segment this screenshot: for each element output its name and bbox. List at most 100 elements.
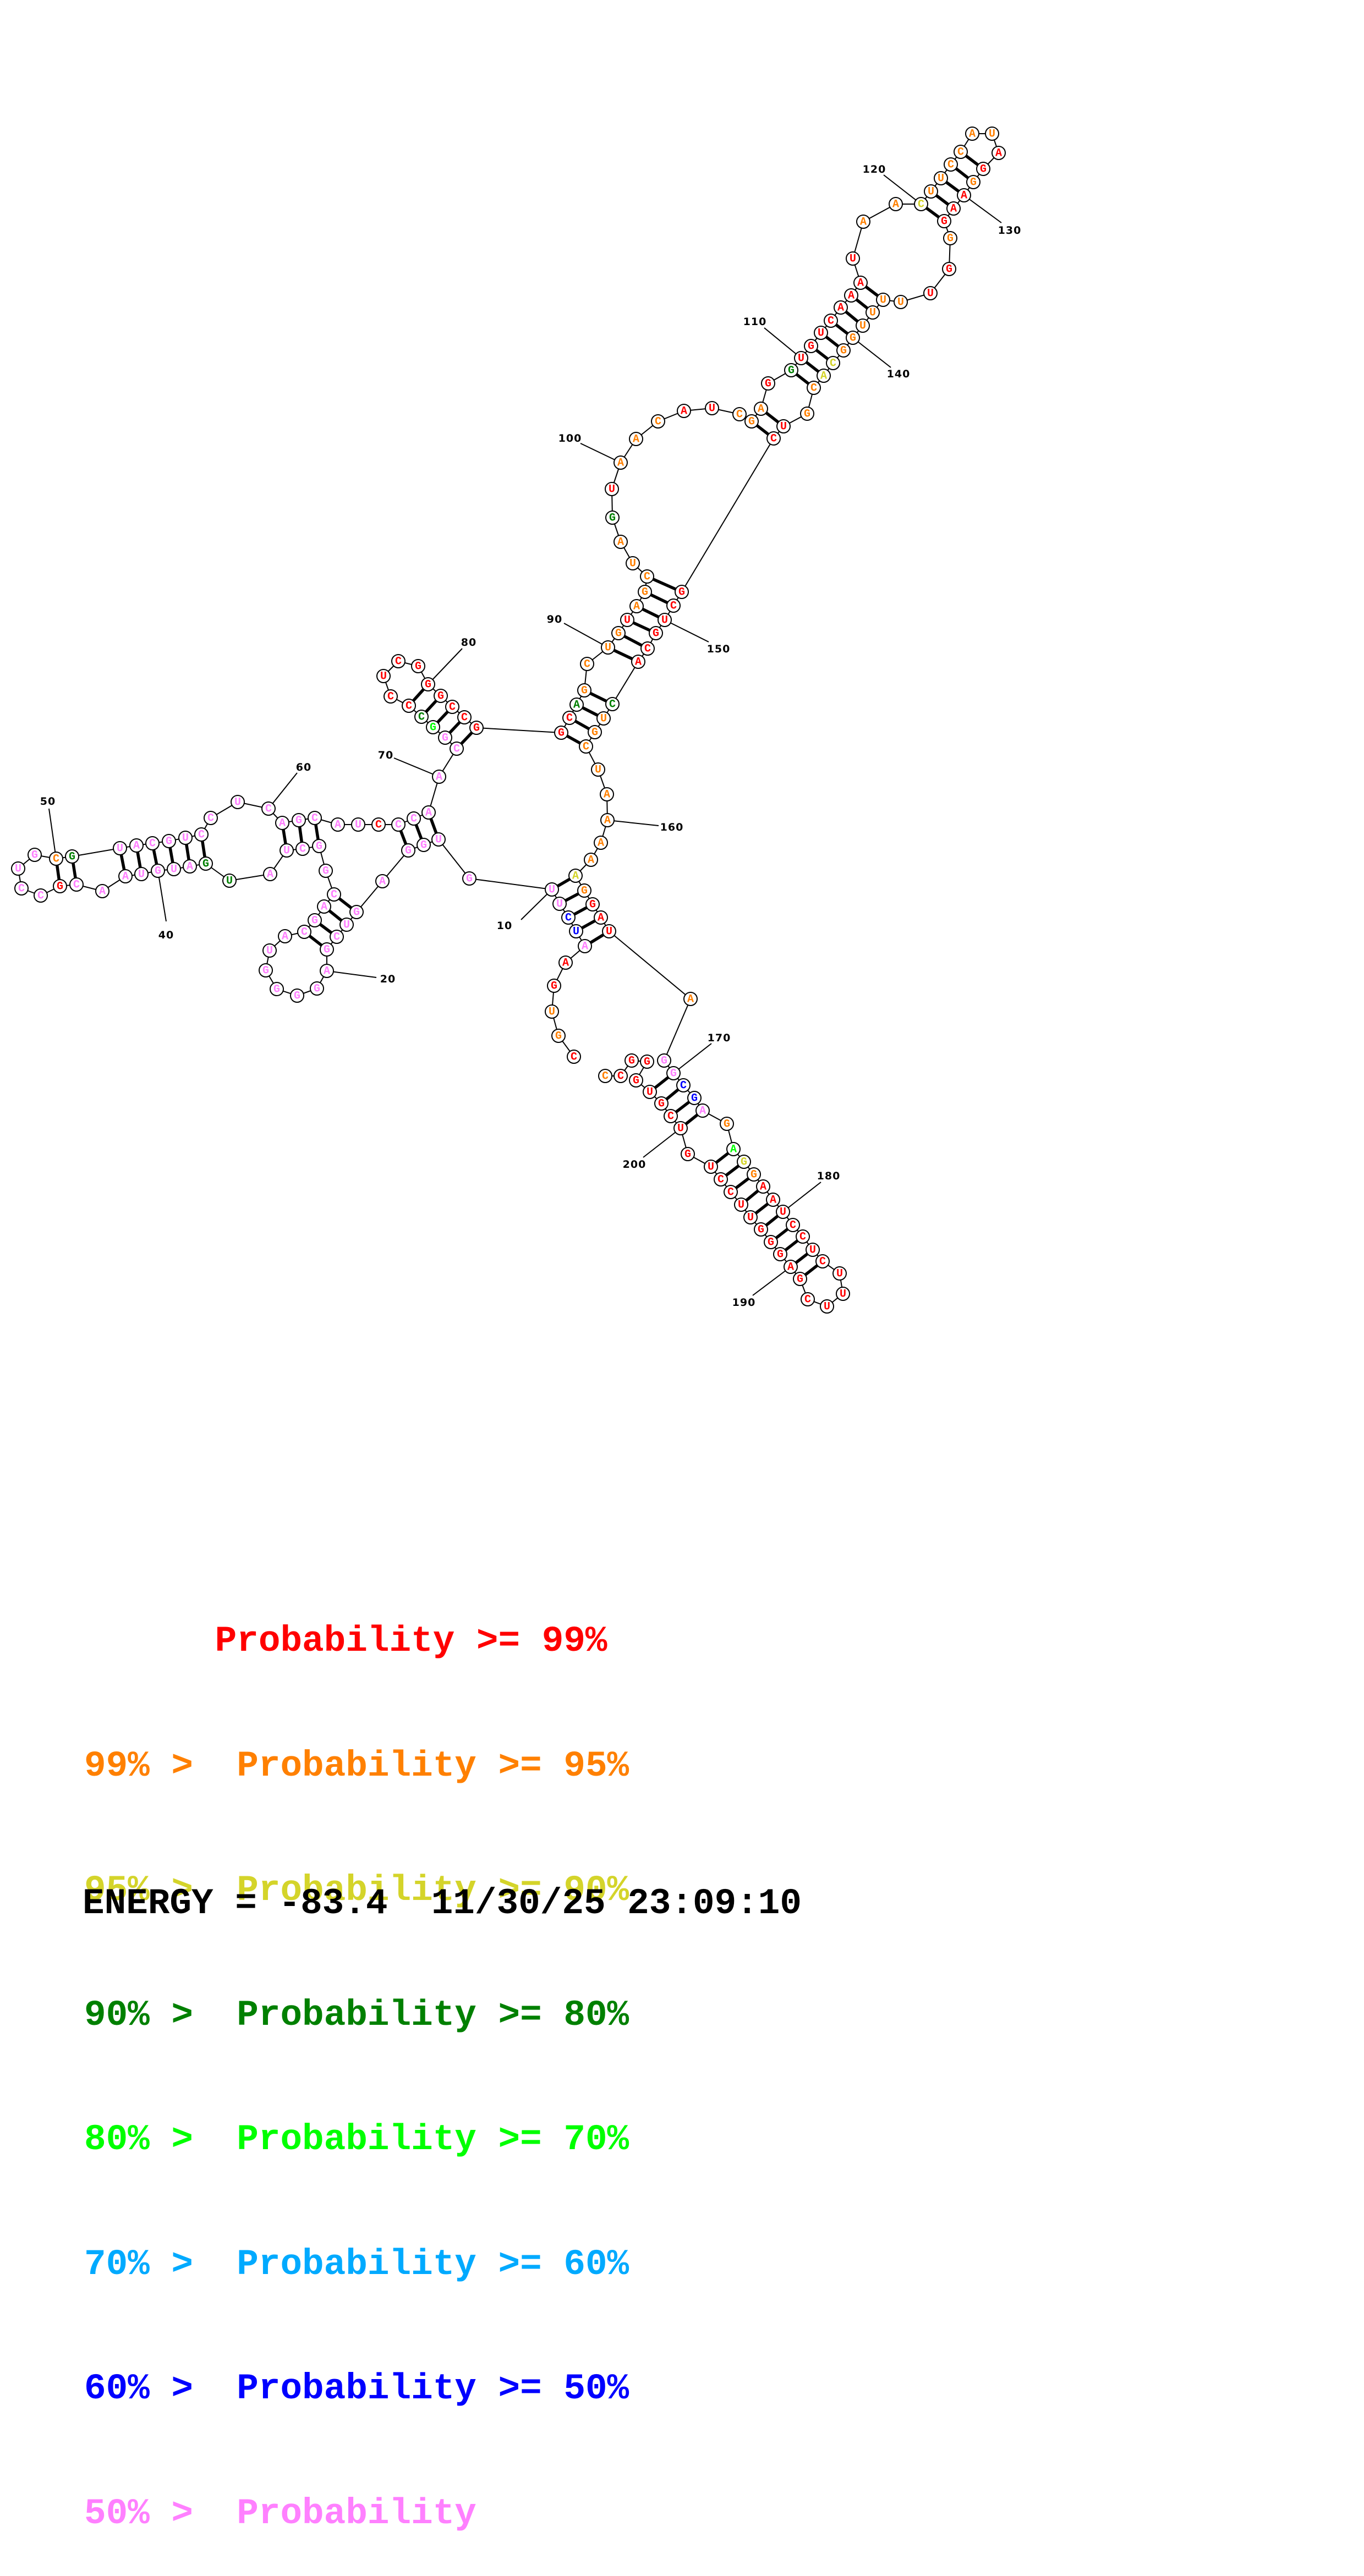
- nucleotide-97: A: [613, 535, 628, 549]
- nucleotide-circle: [737, 1155, 751, 1169]
- position-label: 160: [660, 821, 684, 833]
- nucleotide-83: C: [457, 710, 472, 724]
- nucleotide-letter: G: [262, 965, 269, 977]
- legend-range: 95% >: [84, 1870, 194, 1911]
- nucleotide-circle: [704, 1160, 718, 1174]
- nucleotide-circle: [183, 859, 197, 874]
- nucleotide-circle: [317, 899, 331, 914]
- nucleotide-letter: G: [430, 722, 436, 734]
- nucleotide-153: A: [631, 655, 645, 669]
- nucleotide-121: U: [924, 184, 938, 199]
- nucleotide-letter: U: [595, 764, 601, 777]
- nucleotide-circle: [894, 295, 908, 309]
- nucleotide-letter: A: [588, 854, 594, 867]
- nucleotide-circle: [876, 293, 890, 307]
- nucleotide-circle: [292, 813, 306, 827]
- nucleotide-circle: [620, 613, 634, 627]
- nucleotide-207: C: [613, 1069, 628, 1083]
- nucleotide-88: G: [577, 683, 591, 697]
- nucleotide-3: U: [545, 1004, 559, 1019]
- nucleotide-letter: G: [670, 1068, 677, 1080]
- nucleotide-letter: G: [633, 1075, 639, 1087]
- nucleotide-52: U: [113, 841, 127, 855]
- nucleotide-185: U: [832, 1266, 847, 1281]
- nucleotide-circle: [705, 401, 719, 415]
- nucleotide-circle: [766, 1193, 780, 1207]
- nucleotide-circle: [578, 939, 592, 953]
- nucleotide-152: C: [640, 641, 655, 656]
- nucleotide-124: C: [954, 145, 968, 159]
- nucleotide-letter: C: [736, 409, 743, 421]
- nucleotide-letter: G: [741, 1156, 747, 1169]
- nucleotide-letter: G: [324, 944, 330, 957]
- nucleotide-66: C: [371, 817, 386, 832]
- nucleotide-circle: [53, 879, 67, 893]
- nucleotide-109: G: [784, 363, 798, 377]
- nucleotide-letter: G: [946, 263, 952, 276]
- base-pairs: [54, 150, 984, 1281]
- nucleotide-76: C: [384, 689, 398, 704]
- nucleotide-circle: [824, 314, 838, 328]
- nucleotide-circle: [793, 1272, 807, 1286]
- energy-timestamp: ENERGY = -83.4 11/30/25 23:09:10: [83, 1883, 802, 1924]
- nucleotide-circle: [836, 343, 851, 358]
- nucleotide-116: A: [853, 276, 868, 290]
- nucleotide-149: C: [666, 598, 681, 613]
- nucleotide-letter: C: [301, 926, 308, 939]
- nucleotide-193: G: [754, 1222, 768, 1237]
- nucleotide-circle: [11, 861, 25, 876]
- nucleotide-131: A: [946, 201, 961, 216]
- nucleotide-173: A: [695, 1103, 710, 1118]
- nucleotide-letter: G: [724, 1118, 730, 1131]
- nucleotide-circle: [585, 897, 600, 911]
- nucleotide-letter: C: [583, 741, 589, 754]
- nucleotide-55: G: [162, 834, 176, 848]
- nucleotide-letter: A: [892, 199, 899, 211]
- legend-range: 50% >: [84, 2492, 194, 2534]
- nucleotide-letter: C: [565, 912, 572, 925]
- position-label: 10: [497, 920, 512, 932]
- nucleotide-circle: [626, 556, 640, 570]
- label-leader-line: [607, 820, 659, 826]
- label-leader-line: [268, 772, 298, 809]
- nucleotide-45: G: [53, 879, 67, 893]
- nucleotide-circle: [391, 817, 406, 832]
- nucleotide-circle: [34, 888, 48, 903]
- nucleotide-letter: A: [758, 403, 764, 416]
- position-label: 90: [547, 613, 562, 625]
- nucleotide-circle: [69, 877, 84, 892]
- nucleotide-circle: [577, 883, 591, 898]
- nucleotide-circle: [95, 884, 109, 898]
- nucleotide-letter: C: [311, 812, 318, 825]
- nucleotide-letter: U: [927, 288, 934, 300]
- position-labels: 1020405060708090100110120130140150160170…: [40, 163, 1021, 1309]
- nucleotide-letter: A: [681, 405, 687, 418]
- nucleotide-circle: [194, 827, 209, 842]
- nucleotide-208: C: [598, 1069, 612, 1083]
- nucleotide-letter: G: [581, 685, 588, 697]
- nucleotide-letter: U: [824, 1301, 830, 1314]
- nucleotide-letter: U: [798, 353, 804, 365]
- nucleotide-123: C: [944, 157, 958, 172]
- position-label: 180: [817, 1170, 841, 1182]
- nucleotide-189: G: [793, 1272, 807, 1286]
- legend-row-5: 70% > Probability >= 60%: [84, 2244, 629, 2286]
- nucleotide-9: U: [552, 897, 567, 911]
- position-label: 70: [378, 749, 393, 761]
- nucleotide-198: U: [704, 1160, 718, 1174]
- nucleotide-circle: [327, 887, 341, 902]
- nucleotide-circle: [613, 1069, 628, 1083]
- nucleotide-circle: [417, 838, 431, 852]
- nucleotide-177: G: [747, 1167, 761, 1182]
- nucleotide-circle: [402, 699, 416, 713]
- nucleotide-37: G: [199, 856, 213, 871]
- nucleotide-circle: [687, 1091, 702, 1105]
- nucleotide-circle: [457, 710, 472, 724]
- nucleotide-letter: G: [555, 1030, 562, 1043]
- nucleotide-circle: [675, 585, 689, 599]
- nucleotide-circle: [794, 351, 808, 365]
- nucleotide-letter: A: [324, 965, 330, 978]
- nucleotide-38: A: [183, 859, 197, 874]
- nucleotide-letter: U: [606, 926, 612, 938]
